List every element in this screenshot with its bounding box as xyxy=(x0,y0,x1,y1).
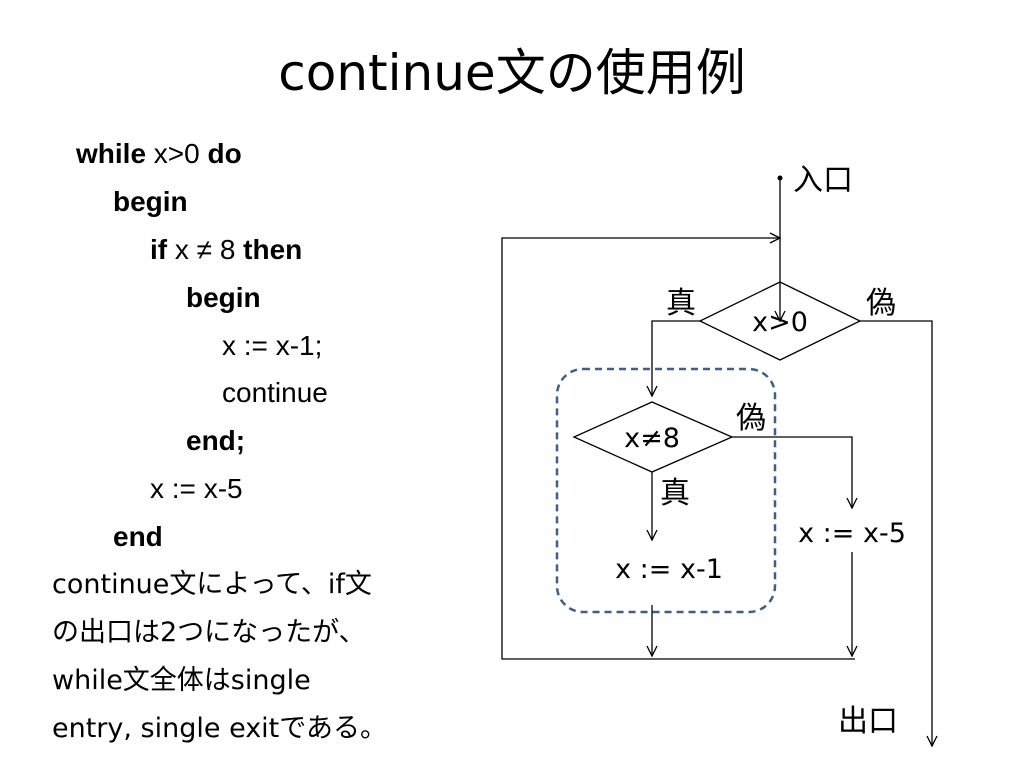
if-condition: x ≠ 8 xyxy=(174,234,236,265)
cond2-false-line xyxy=(732,436,853,508)
cond1-false-line xyxy=(860,320,933,746)
cond1-true-label: 真 xyxy=(666,286,696,321)
code-line-continue: continue xyxy=(222,377,328,408)
note-line-2: の出口は2つになったが、 xyxy=(52,617,366,648)
keyword-do: do xyxy=(207,138,242,169)
assign1-out-arrowhead xyxy=(646,645,658,658)
cond1-label: x>0 xyxy=(752,307,808,338)
arrow-into-cond1 xyxy=(774,310,786,323)
keyword-while: while xyxy=(76,138,147,169)
cond1-true-line xyxy=(651,320,700,396)
code-line-while: while x>0 do xyxy=(76,137,242,171)
cond1-true-arrowhead xyxy=(646,385,658,398)
cond2-true-arrowhead xyxy=(646,529,658,542)
cond1-false-label: 偽 xyxy=(866,286,896,321)
assign2-out-arrowhead xyxy=(846,645,858,658)
code-line-end-outer: end xyxy=(113,521,163,552)
if-statement-dashed-region xyxy=(555,367,777,614)
cond2-false-arrowhead xyxy=(846,497,858,510)
code-line-if: if x ≠ 8 then xyxy=(150,233,302,267)
code-line-assign-minus-1: x := x-1; xyxy=(222,330,323,361)
assign-minus-5-label: x := x-5 xyxy=(798,518,906,549)
note-line-1: continue文によって、if文 xyxy=(52,569,372,600)
code-line-end-inner: end; xyxy=(186,425,246,456)
code-line-begin-inner: begin xyxy=(186,282,261,313)
loop-back-arrowhead xyxy=(769,232,782,244)
loop-back-line xyxy=(501,237,855,660)
keyword-if: if xyxy=(150,234,168,265)
cond2-label: x≠8 xyxy=(624,423,680,454)
exit-label: 出口 xyxy=(838,704,898,739)
note-line-4: entry, single exitである。 xyxy=(52,713,388,744)
while-condition: x>0 xyxy=(153,138,200,169)
entry-label: 入口 xyxy=(793,163,853,198)
keyword-then: then xyxy=(243,234,303,265)
cond2-false-label: 偽 xyxy=(736,401,766,436)
cond2-true-label: 真 xyxy=(660,476,690,511)
code-line-begin-outer: begin xyxy=(113,186,188,217)
exit-arrowhead xyxy=(926,735,938,748)
code-line-assign-minus-5: x := x-5 xyxy=(150,473,243,504)
note-line-3: while文全体はsingle xyxy=(52,665,311,696)
cond1-diamond xyxy=(698,281,862,361)
slide-title: continue文の使用例 xyxy=(278,44,746,102)
assign-minus-1-label: x := x-1 xyxy=(615,554,723,585)
